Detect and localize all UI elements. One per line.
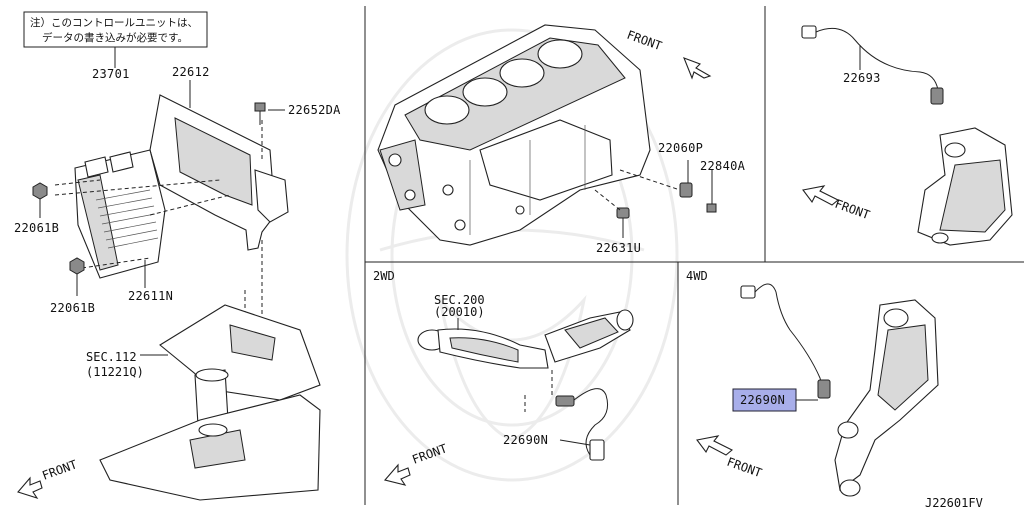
label-23701[interactable]: 23701 — [92, 67, 130, 81]
exhaust-manifold-4wd — [834, 299, 939, 497]
sec-112-line-1[interactable]: SEC.112 — [86, 350, 137, 364]
engine-block — [377, 24, 651, 246]
label-22060P[interactable]: 22060P — [658, 141, 703, 155]
front-arrow-topright: FRONT — [802, 185, 872, 223]
label-22612[interactable]: 22612 — [172, 65, 210, 79]
label-22611N[interactable]: 22611N — [128, 289, 173, 303]
diagram-code: J22601FV — [925, 496, 983, 510]
front-arrow-4wd: FRONT — [696, 435, 764, 481]
exhaust-front-tube-2wd — [417, 309, 634, 369]
note-line-1: 注）このコントロールユニットは、 — [30, 16, 198, 29]
front-label-left: FRONT — [40, 457, 79, 483]
ecm-unit — [74, 149, 166, 279]
highlight-22690N-4wd[interactable]: 22690N — [732, 388, 818, 412]
label-22061B-top[interactable]: 22061B — [14, 221, 59, 235]
exhaust-manifold-top — [917, 127, 1013, 246]
label-22693[interactable]: 22693 — [843, 71, 881, 85]
label-22631U[interactable]: 22631U — [596, 241, 641, 255]
bolt-22652DA — [254, 102, 285, 125]
sec-112-line-2[interactable]: (11221Q) — [86, 365, 144, 379]
bolt-22840A — [706, 170, 717, 213]
front-label-4wd: FRONT — [725, 455, 764, 481]
panel-label-4wd: 4WD — [686, 269, 708, 283]
sensor-22690N-2wd — [524, 370, 609, 461]
front-label-engine: FRONT — [625, 28, 664, 54]
label-22061B-bottom[interactable]: 22061B — [50, 301, 95, 315]
front-label-topright: FRONT — [833, 197, 872, 223]
knock-sensor-22060P — [619, 160, 693, 198]
label-22690N-4wd[interactable]: 22690N — [740, 393, 785, 407]
note-line-2: データの書き込みが必要です。 — [42, 31, 188, 44]
sensor-22693 — [801, 25, 944, 105]
note-box: 注）このコントロールユニットは、 データの書き込みが必要です。 — [23, 11, 208, 68]
panel-label-2wd: 2WD — [373, 269, 395, 283]
label-22840A[interactable]: 22840A — [700, 159, 746, 173]
nut-22061B-top — [32, 182, 48, 218]
sensor-22631U — [594, 189, 630, 238]
sensor-22690N-4wd — [740, 283, 831, 399]
label-22690N-2wd[interactable]: 22690N — [503, 433, 548, 447]
sec-200-line-2[interactable]: (20010) — [434, 305, 485, 319]
front-arrow-2wd: FRONT — [383, 441, 449, 486]
panel-dividers — [364, 6, 1024, 505]
ecm-bracket — [149, 80, 289, 251]
label-22652DA[interactable]: 22652DA — [288, 103, 341, 117]
front-arrow-left: FRONT — [17, 457, 79, 499]
front-label-2wd: FRONT — [410, 441, 449, 467]
nut-22061B-bottom — [69, 257, 85, 296]
sec-200-line-1[interactable]: SEC.200 — [434, 293, 485, 307]
mount-bracket-body — [99, 304, 321, 501]
